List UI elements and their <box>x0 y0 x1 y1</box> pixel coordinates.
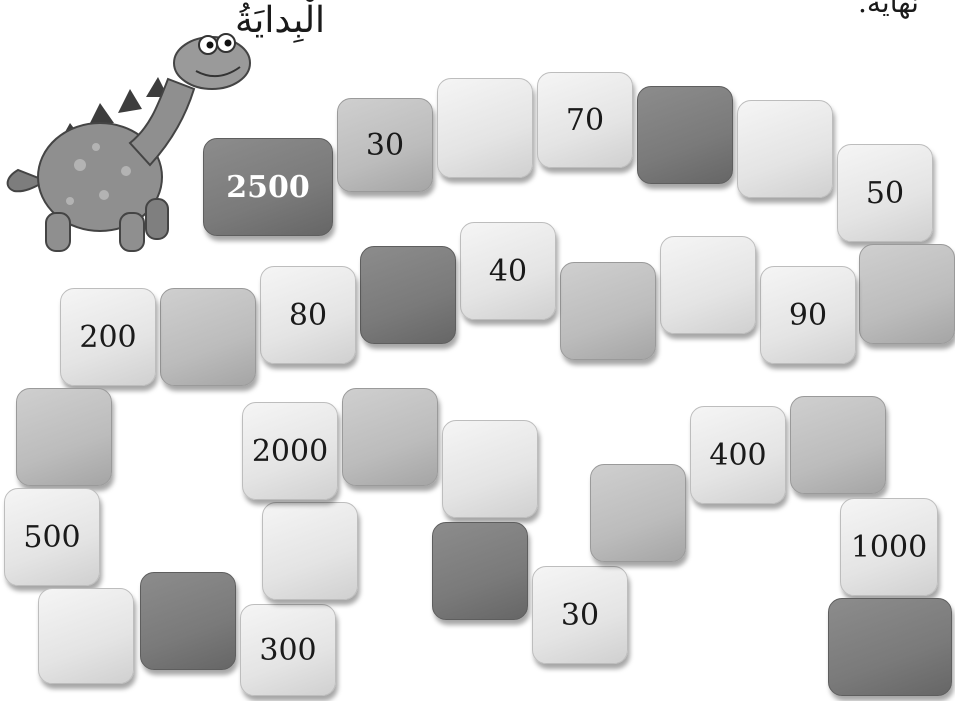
board-tile <box>342 388 438 486</box>
board-tile: 2500 <box>203 138 333 236</box>
board-tile: 200 <box>60 288 156 386</box>
header-fragment-text: نهايه. <box>858 0 919 19</box>
board-tile <box>660 236 756 334</box>
board-tile <box>828 598 952 696</box>
tile-value: 1000 <box>851 530 927 565</box>
tile-value: 90 <box>789 298 827 333</box>
board-tile <box>262 502 358 600</box>
tile-value: 2500 <box>226 170 310 205</box>
board-tile <box>160 288 256 386</box>
tile-value: 80 <box>289 298 327 333</box>
board-tile: 400 <box>690 406 786 504</box>
board-tile <box>16 388 112 486</box>
board-tile: 2000 <box>242 402 338 500</box>
board-tile <box>859 244 955 344</box>
board-tile: 300 <box>240 604 336 696</box>
tile-value: 30 <box>366 128 404 163</box>
board-tile <box>442 420 538 518</box>
tile-value: 300 <box>259 633 316 668</box>
board-tile <box>38 588 134 684</box>
tile-value: 50 <box>866 176 904 211</box>
board-tile <box>432 522 528 620</box>
tile-value: 200 <box>79 320 136 355</box>
tile-value: 40 <box>489 254 527 289</box>
tile-value: 400 <box>709 438 766 473</box>
board-tile <box>737 100 833 198</box>
tile-value: 70 <box>566 103 604 138</box>
board-tile <box>790 396 886 494</box>
board-tile: 40 <box>460 222 556 320</box>
tile-value: 2000 <box>252 434 328 469</box>
board-tile <box>560 262 656 360</box>
board-tile: 30 <box>532 566 628 664</box>
board-tile: 30 <box>337 98 433 192</box>
board-tile: 50 <box>837 144 933 242</box>
board-tile: 70 <box>537 72 633 168</box>
tile-value: 500 <box>23 520 80 555</box>
board-tile: 80 <box>260 266 356 364</box>
board-tile <box>590 464 686 562</box>
tile-value: 30 <box>561 598 599 633</box>
board-tile <box>637 86 733 184</box>
board-tile: 90 <box>760 266 856 364</box>
board-tile <box>437 78 533 178</box>
board-tile <box>140 572 236 670</box>
board-tile: 1000 <box>840 498 938 596</box>
board-tile <box>360 246 456 344</box>
board-tile: 500 <box>4 488 100 586</box>
